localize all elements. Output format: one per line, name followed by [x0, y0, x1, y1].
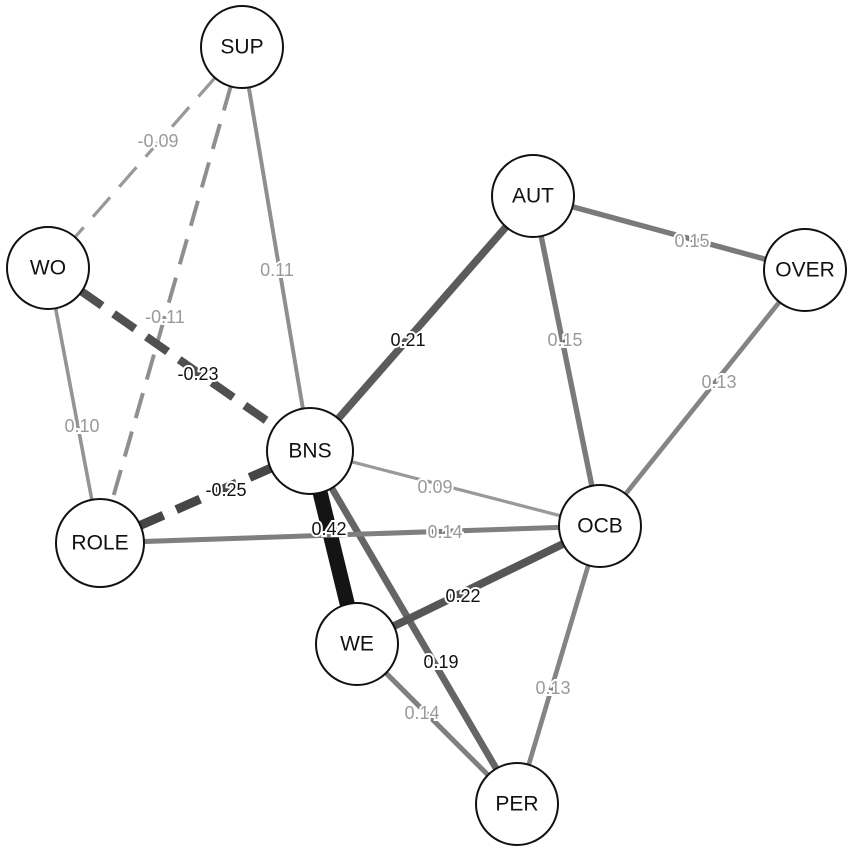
edge-wo-bns — [45, 264, 313, 455]
edge-label-we-per: 0.14 — [404, 703, 439, 723]
edge-label-aut-bns: 0.21 — [390, 330, 425, 350]
edge-label-bns-role: -0.25 — [205, 480, 246, 500]
edge-label-role-ocb: 0.14 — [427, 522, 462, 542]
edge-bns-ocb — [309, 449, 601, 528]
node-bns: BNS — [266, 407, 354, 495]
edge-sup-bns — [240, 46, 312, 452]
edge-label-layer: -0.09 -0.11 0.11 -0.23 0.10 0.21 0.15 0.15 0.13 -… — [62, 129, 738, 725]
edge-role-ocb — [99, 523, 601, 546]
node-role: ROLE — [55, 498, 145, 588]
edge-label-wo-role: 0.10 — [64, 416, 99, 436]
node-per: PER — [475, 762, 559, 846]
node-label-per: PER — [495, 793, 538, 816]
node-label-ocb: OCB — [577, 515, 623, 538]
node-circle-over — [763, 228, 847, 312]
node-circle-aut — [491, 154, 575, 238]
node-label-sup: SUP — [220, 36, 263, 59]
node-over: OVER — [763, 228, 847, 312]
edge-label-sup-bns: 0.11 — [260, 260, 294, 280]
edge-bns-per — [307, 449, 520, 806]
node-circle-sup — [200, 5, 284, 89]
node-label-wo: WO — [30, 257, 66, 280]
edge-over-ocb — [598, 268, 807, 528]
edge-label-aut-over: 0.15 — [674, 231, 709, 251]
edge-sup-role — [98, 46, 244, 544]
node-circle-bns — [266, 407, 354, 495]
edge-label-bns-ocb: 0.09 — [417, 477, 452, 497]
edge-we-ocb — [355, 522, 602, 648]
node-we: WE — [315, 602, 399, 686]
edge-label-bns-we: 0.42 — [311, 519, 346, 539]
node-label-aut: AUT — [512, 185, 554, 208]
edge-aut-bns — [307, 193, 536, 454]
node-circle-role — [55, 498, 145, 588]
node-label-bns: BNS — [288, 440, 331, 463]
node-label-we: WE — [340, 633, 374, 656]
node-wo: WO — [6, 226, 90, 310]
edge-label-sup-wo: -0.09 — [137, 131, 178, 151]
edge-label-ocb-per: 0.13 — [535, 678, 570, 698]
node-layer: SUP WO AUT OVER BNS ROLE OCB WE PER — [6, 5, 847, 846]
edge-label-we-ocb: 0.22 — [445, 586, 480, 606]
node-ocb: OCB — [558, 484, 642, 568]
node-circle-we — [315, 602, 399, 686]
node-circle-ocb — [558, 484, 642, 568]
edge-label-over-ocb: 0.13 — [701, 372, 736, 392]
node-circle-per — [475, 762, 559, 846]
node-sup: SUP — [200, 5, 284, 89]
node-label-role: ROLE — [71, 532, 128, 555]
edge-aut-over — [532, 193, 806, 273]
edge-wo-role — [46, 267, 102, 544]
edge-label-bns-per: 0.19 — [423, 652, 458, 672]
edge-label-wo-bns: -0.23 — [177, 364, 218, 384]
edge-label-aut-ocb: 0.15 — [547, 330, 582, 350]
node-label-over: OVER — [775, 259, 835, 282]
edge-aut-ocb — [530, 195, 603, 527]
node-aut: AUT — [491, 154, 575, 238]
edge-sup-wo — [46, 45, 244, 270]
edge-ocb-per — [514, 525, 603, 805]
node-circle-wo — [6, 226, 90, 310]
edge-label-sup-role: -0.11 — [145, 307, 185, 327]
edge-layer — [45, 45, 807, 806]
